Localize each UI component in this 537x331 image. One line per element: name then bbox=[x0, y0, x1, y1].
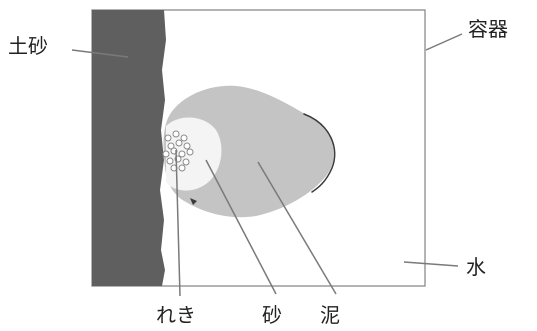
boundary-mark bbox=[190, 198, 197, 205]
gravel-dot bbox=[164, 134, 172, 142]
gravel-cluster bbox=[162, 130, 194, 172]
gravel-dot bbox=[172, 130, 180, 138]
container-leader-line bbox=[425, 33, 463, 51]
mud-region bbox=[163, 85, 335, 218]
gravel-dot bbox=[182, 158, 190, 166]
gravel-dot bbox=[178, 164, 186, 172]
sand-label: 砂 bbox=[262, 303, 282, 327]
gravel-dot bbox=[178, 150, 186, 158]
mud-leader-line bbox=[257, 161, 337, 295]
sand-leader-line bbox=[205, 159, 277, 295]
water-label: 水 bbox=[466, 255, 486, 279]
sand-region bbox=[166, 117, 222, 191]
container-label: 容器 bbox=[468, 17, 508, 41]
gravel-dot bbox=[175, 139, 183, 147]
gravel-dot bbox=[183, 142, 191, 150]
mud-label: 泥 bbox=[320, 303, 340, 327]
gravel-dot bbox=[162, 150, 170, 158]
soil-label: 土砂 bbox=[8, 34, 48, 58]
gravel-label: れき bbox=[156, 303, 196, 327]
gravel-dot bbox=[167, 142, 175, 150]
gravel-dot bbox=[186, 148, 194, 156]
soil-bank bbox=[92, 10, 166, 286]
gravel-dot bbox=[166, 157, 174, 165]
gravel-dot bbox=[180, 134, 188, 142]
mud-rim bbox=[303, 113, 336, 193]
gravel-leader-line bbox=[175, 149, 181, 297]
soil-leader-line bbox=[71, 49, 129, 58]
water-leader-line bbox=[403, 261, 459, 267]
